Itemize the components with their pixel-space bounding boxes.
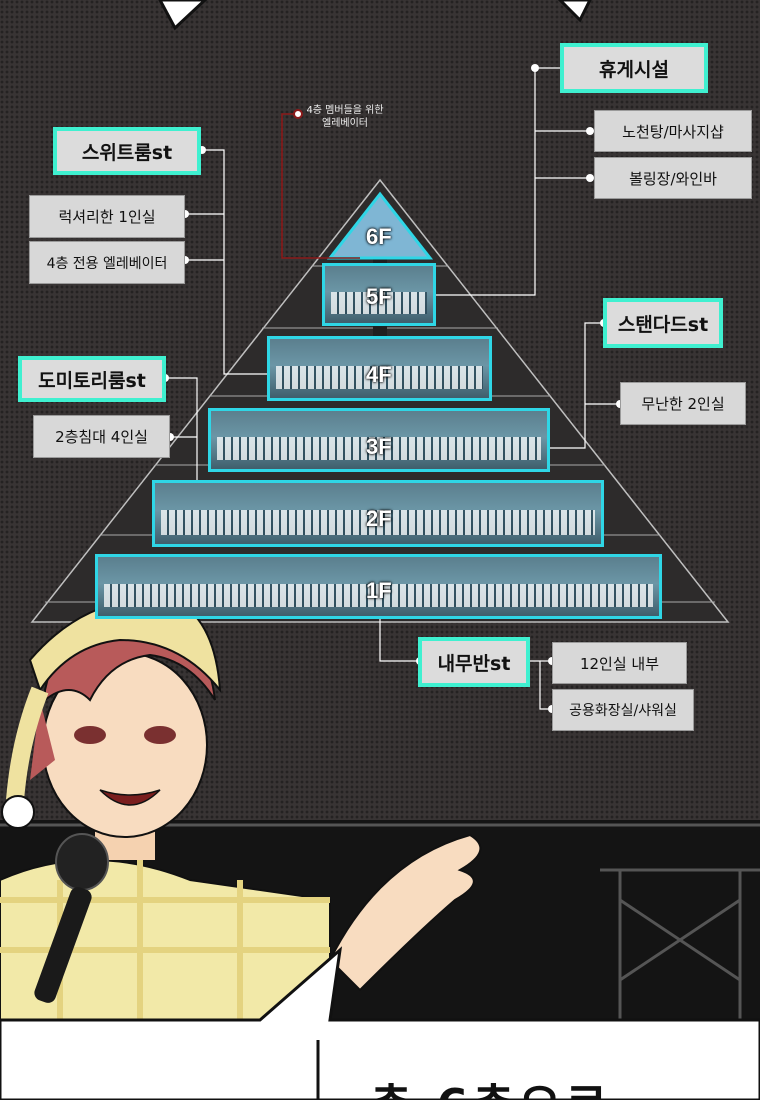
suite-item-1: 럭셔리한 1인실 [29,195,185,238]
barracks-title: 내무반st [418,637,530,687]
speech-text: 총 6층으로 [370,1070,611,1100]
floor-label-1f: 1F [366,578,392,603]
floor-6f-shape [326,191,434,260]
watermark-line-2: 구글검색 뉴토끼 [575,1044,691,1064]
floor-label-6f: 6F [366,224,392,249]
barracks-item-2: 공용화장실/샤워실 [552,689,694,731]
floor-label-3f: 3F [366,434,392,459]
suite-item-2: 4층 전용 엘레베이터 [29,241,185,284]
floor-label-4f: 4F [366,362,392,387]
floor-4f-rect [267,336,492,401]
floor-1f-rect [95,554,662,619]
elevator-note: 4층 멤버들을 위한 엘레베이터 [300,104,390,130]
barracks-item-1: 12인실 내부 [552,642,687,684]
standard-item-1: 무난한 2인실 [620,382,746,425]
watermark: 가장 빠른 웹툰미리보기 구글검색 뉴토끼 [575,1030,691,1064]
elevator-note-line [281,113,360,259]
elevator-note-line-2: 엘레베이터 [322,118,368,129]
standard-title: 스탠다드st [603,298,723,348]
rest-facility-title: 휴게시설 [560,43,708,93]
watermark-line-1: 가장 빠른 웹툰미리보기 [578,1031,687,1044]
elevator-note-line-1: 4층 멤버들을 위한 [306,105,384,116]
rest-facility-item-2: 볼링장/와인바 [594,157,752,199]
floor-5f-rect [322,263,436,326]
floor-label-5f: 5F [366,284,392,309]
suite-title: 스위트룸st [53,127,201,175]
floor-label-2f: 2F [366,506,392,531]
speech-tail-right [557,0,592,23]
floor-2f-rect [152,480,604,547]
speech-bubble-bottom [0,946,760,1100]
dormitory-title: 도미토리룸st [18,356,166,402]
speech-tail-left [158,0,208,31]
rest-facility-item-1: 노천탕/마사지샵 [594,110,752,152]
floor-3f-rect [208,408,550,472]
dormitory-item-1: 2층침대 4인실 [33,415,170,458]
presenter-character [0,597,482,1021]
